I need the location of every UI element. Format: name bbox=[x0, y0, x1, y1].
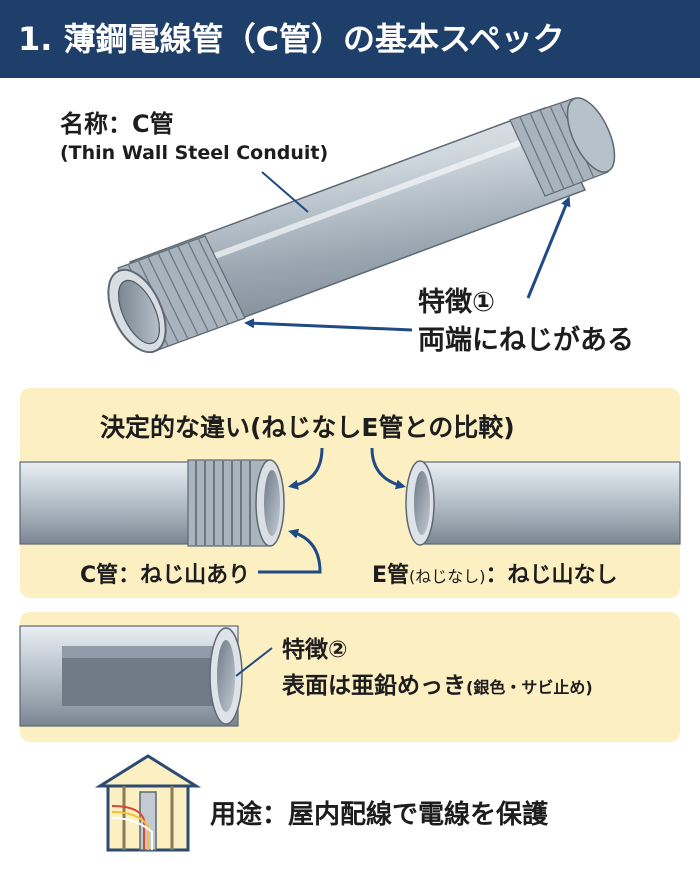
e-pipe-plain bbox=[405, 460, 681, 546]
feature2-leader-line bbox=[235, 647, 273, 677]
e-pipe-label-end: ：ねじ山なし bbox=[485, 563, 618, 588]
plating-illustration bbox=[19, 625, 273, 727]
c-conduit-pipe bbox=[107, 97, 616, 354]
e-pipe-label-paren: (ねじなし) bbox=[409, 567, 486, 586]
e-pipe-label: E管(ねじなし)：ねじ山なし bbox=[372, 557, 618, 589]
feature1-title: 特徴① bbox=[418, 287, 495, 318]
feature2-main: 表面は亜鉛めっき bbox=[282, 673, 466, 699]
feature2-title: 特徴② bbox=[282, 637, 348, 663]
feature1-text: 両端にねじがある bbox=[418, 325, 634, 356]
feature1-arrow-right bbox=[526, 196, 571, 299]
feature1-arrow-left bbox=[244, 318, 413, 332]
comparison-illustration bbox=[19, 447, 681, 574]
e-pipe-label-main: E管 bbox=[372, 563, 410, 588]
c-pipe-label: C管：ねじ山あり bbox=[80, 563, 251, 588]
c-pipe-threaded bbox=[19, 459, 285, 547]
c-conduit-illustration bbox=[107, 97, 616, 354]
name-leader-line bbox=[261, 171, 309, 213]
name-english: (Thin Wall Steel Conduit) bbox=[60, 142, 329, 164]
comparison-heading: 決定的な違い(ねじなしE管との比較) bbox=[100, 413, 515, 442]
page-title: 1. 薄鋼電線管（C管）の基本スペック bbox=[18, 20, 565, 58]
usage-text: 用途：屋内配線で電線を保護 bbox=[210, 800, 549, 830]
e-top-arrow bbox=[370, 447, 406, 490]
feature2-note: (銀色・サビ止め) bbox=[466, 678, 593, 697]
feature2-text: 表面は亜鉛めっき(銀色・サビ止め) bbox=[282, 666, 593, 700]
name-label: 名称：C管 bbox=[60, 110, 174, 138]
header-bar: 1. 薄鋼電線管（C管）の基本スペック bbox=[0, 0, 700, 78]
cutaway-pipe bbox=[19, 625, 243, 727]
c-top-arrow bbox=[288, 447, 324, 490]
c-bottom-arrow bbox=[258, 528, 322, 574]
